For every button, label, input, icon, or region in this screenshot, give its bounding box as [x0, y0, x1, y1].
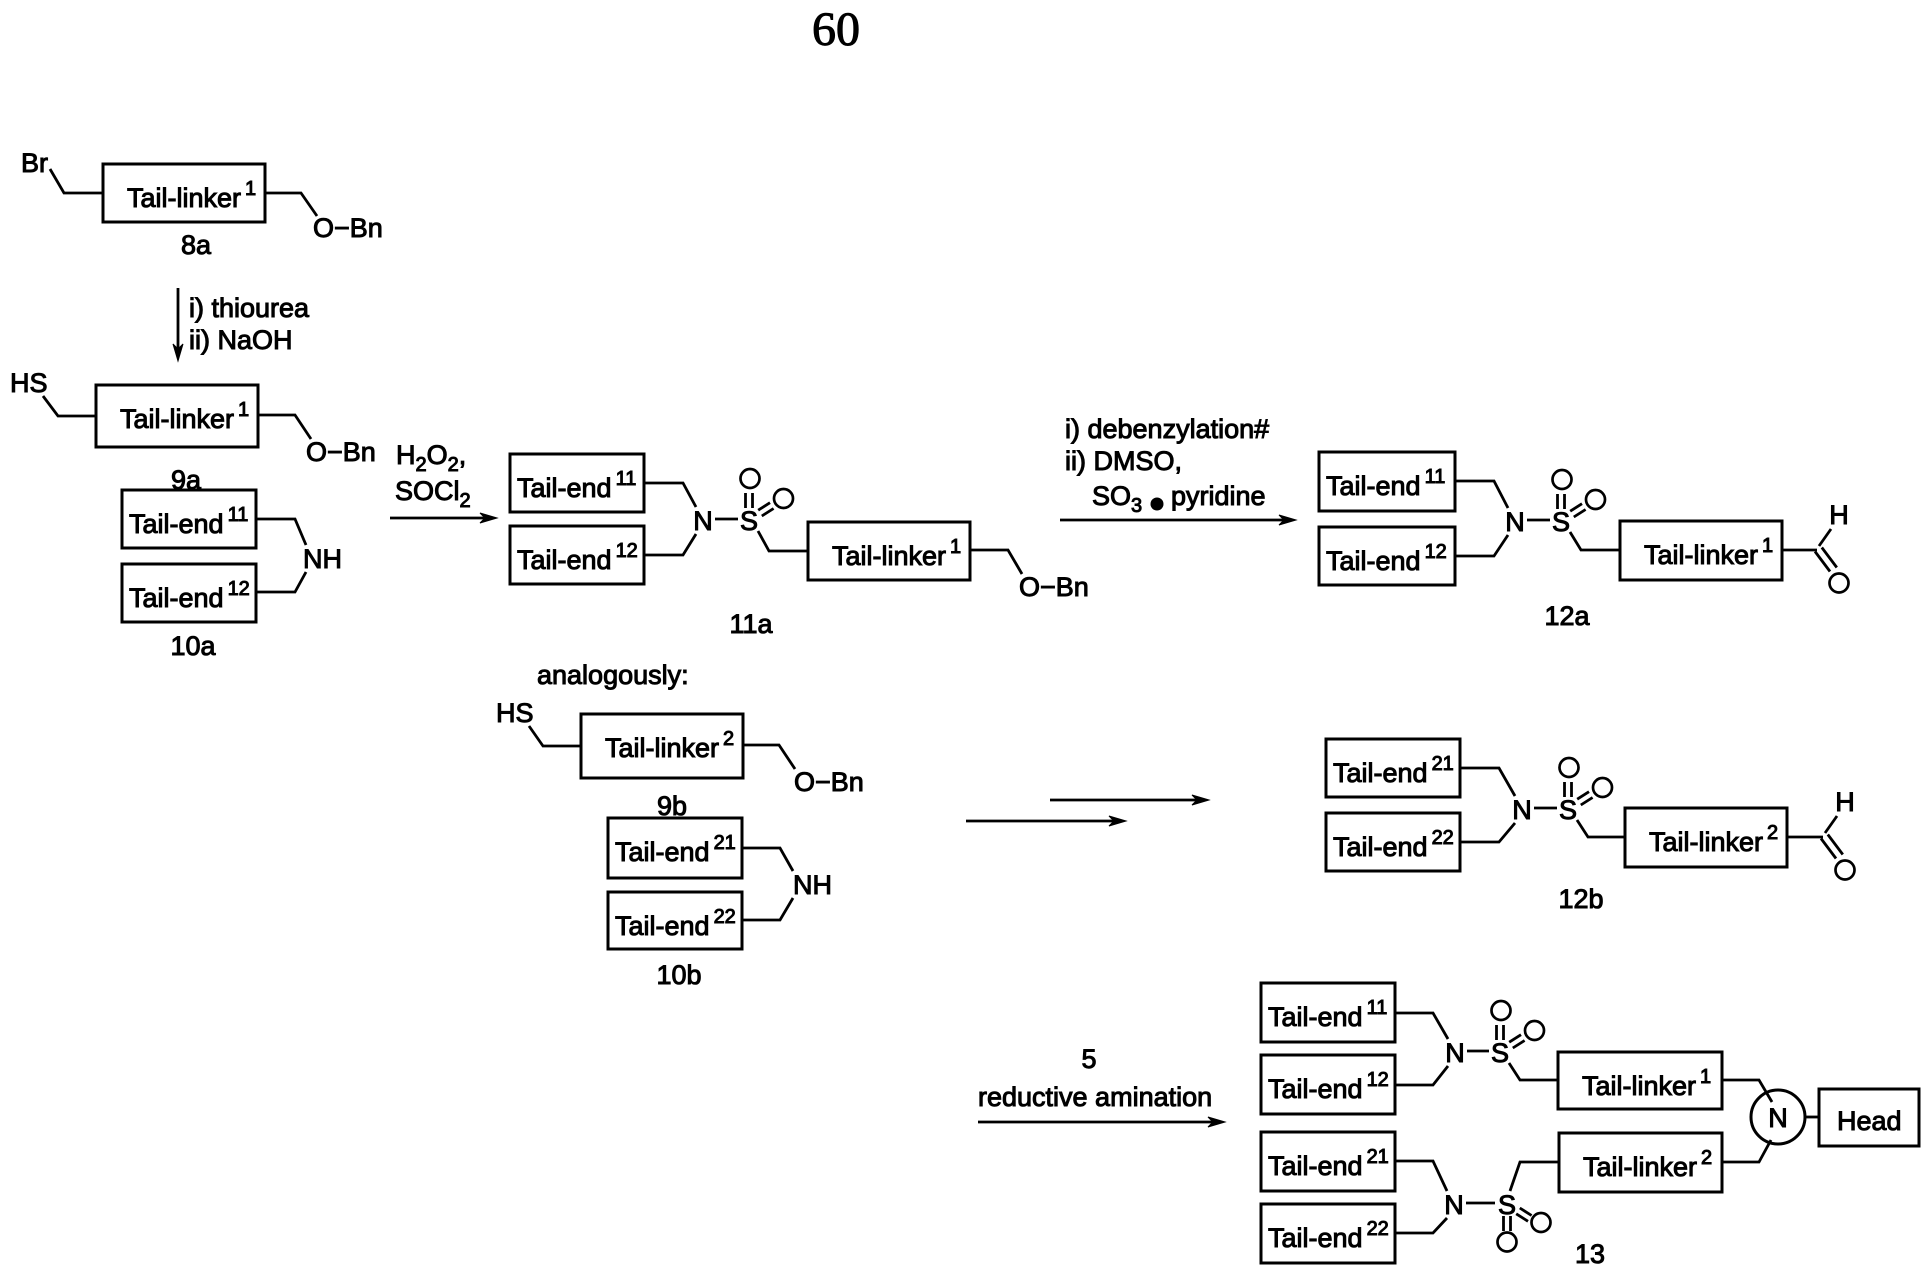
svg-text:10b: 10b [656, 960, 701, 990]
svg-text:S: S [1491, 1038, 1509, 1068]
svg-text:N: N [1505, 507, 1525, 537]
svg-text:HS: HS [10, 368, 48, 398]
svg-text:Head: Head [1837, 1106, 1902, 1136]
svg-text:S: S [1552, 507, 1570, 537]
svg-text:O−Bn: O−Bn [1019, 572, 1089, 602]
svg-text:HS: HS [496, 698, 534, 728]
svg-text:8a: 8a [181, 230, 212, 260]
svg-text:N: N [693, 506, 713, 536]
svg-text:13: 13 [1575, 1239, 1605, 1269]
svg-text:i) debenzylation#: i) debenzylation# [1065, 414, 1269, 444]
svg-text:S: S [740, 506, 758, 536]
svg-text:N: N [1512, 795, 1532, 825]
svg-text:N: N [1768, 1103, 1788, 1133]
svg-text:12b: 12b [1558, 884, 1603, 914]
svg-text:ii) DMSO,: ii) DMSO, [1065, 446, 1182, 476]
svg-text:5: 5 [1081, 1044, 1096, 1074]
svg-text:ii) NaOH: ii) NaOH [189, 325, 293, 355]
svg-text:NH: NH [303, 544, 342, 574]
svg-text:S: S [1559, 795, 1577, 825]
svg-text:11a: 11a [729, 609, 773, 639]
svg-text:O−Bn: O−Bn [306, 437, 376, 467]
svg-text:analogously:: analogously: [537, 660, 689, 690]
svg-text:60: 60 [812, 3, 860, 56]
svg-text:SOCl2: SOCl2 [395, 476, 471, 512]
svg-text:SO3: SO3 [1092, 481, 1142, 517]
svg-text:Br: Br [21, 148, 48, 178]
svg-text:O−Bn: O−Bn [313, 213, 383, 243]
svg-text:9b: 9b [657, 791, 687, 821]
svg-text:N: N [1444, 1190, 1464, 1220]
svg-text:pyridine: pyridine [1171, 481, 1266, 511]
svg-text:NH: NH [793, 870, 832, 900]
svg-text:H: H [1829, 500, 1849, 530]
svg-text:N: N [1445, 1038, 1465, 1068]
svg-text:10a: 10a [170, 631, 216, 661]
svg-text:12a: 12a [1544, 601, 1590, 631]
svg-text:i) thiourea: i) thiourea [189, 293, 310, 323]
svg-text:reductive amination: reductive amination [978, 1082, 1212, 1112]
svg-text:H: H [1835, 787, 1855, 817]
svg-text:O−Bn: O−Bn [794, 767, 864, 797]
svg-text:H2O2,: H2O2, [396, 440, 466, 476]
svg-text:S: S [1498, 1190, 1516, 1220]
